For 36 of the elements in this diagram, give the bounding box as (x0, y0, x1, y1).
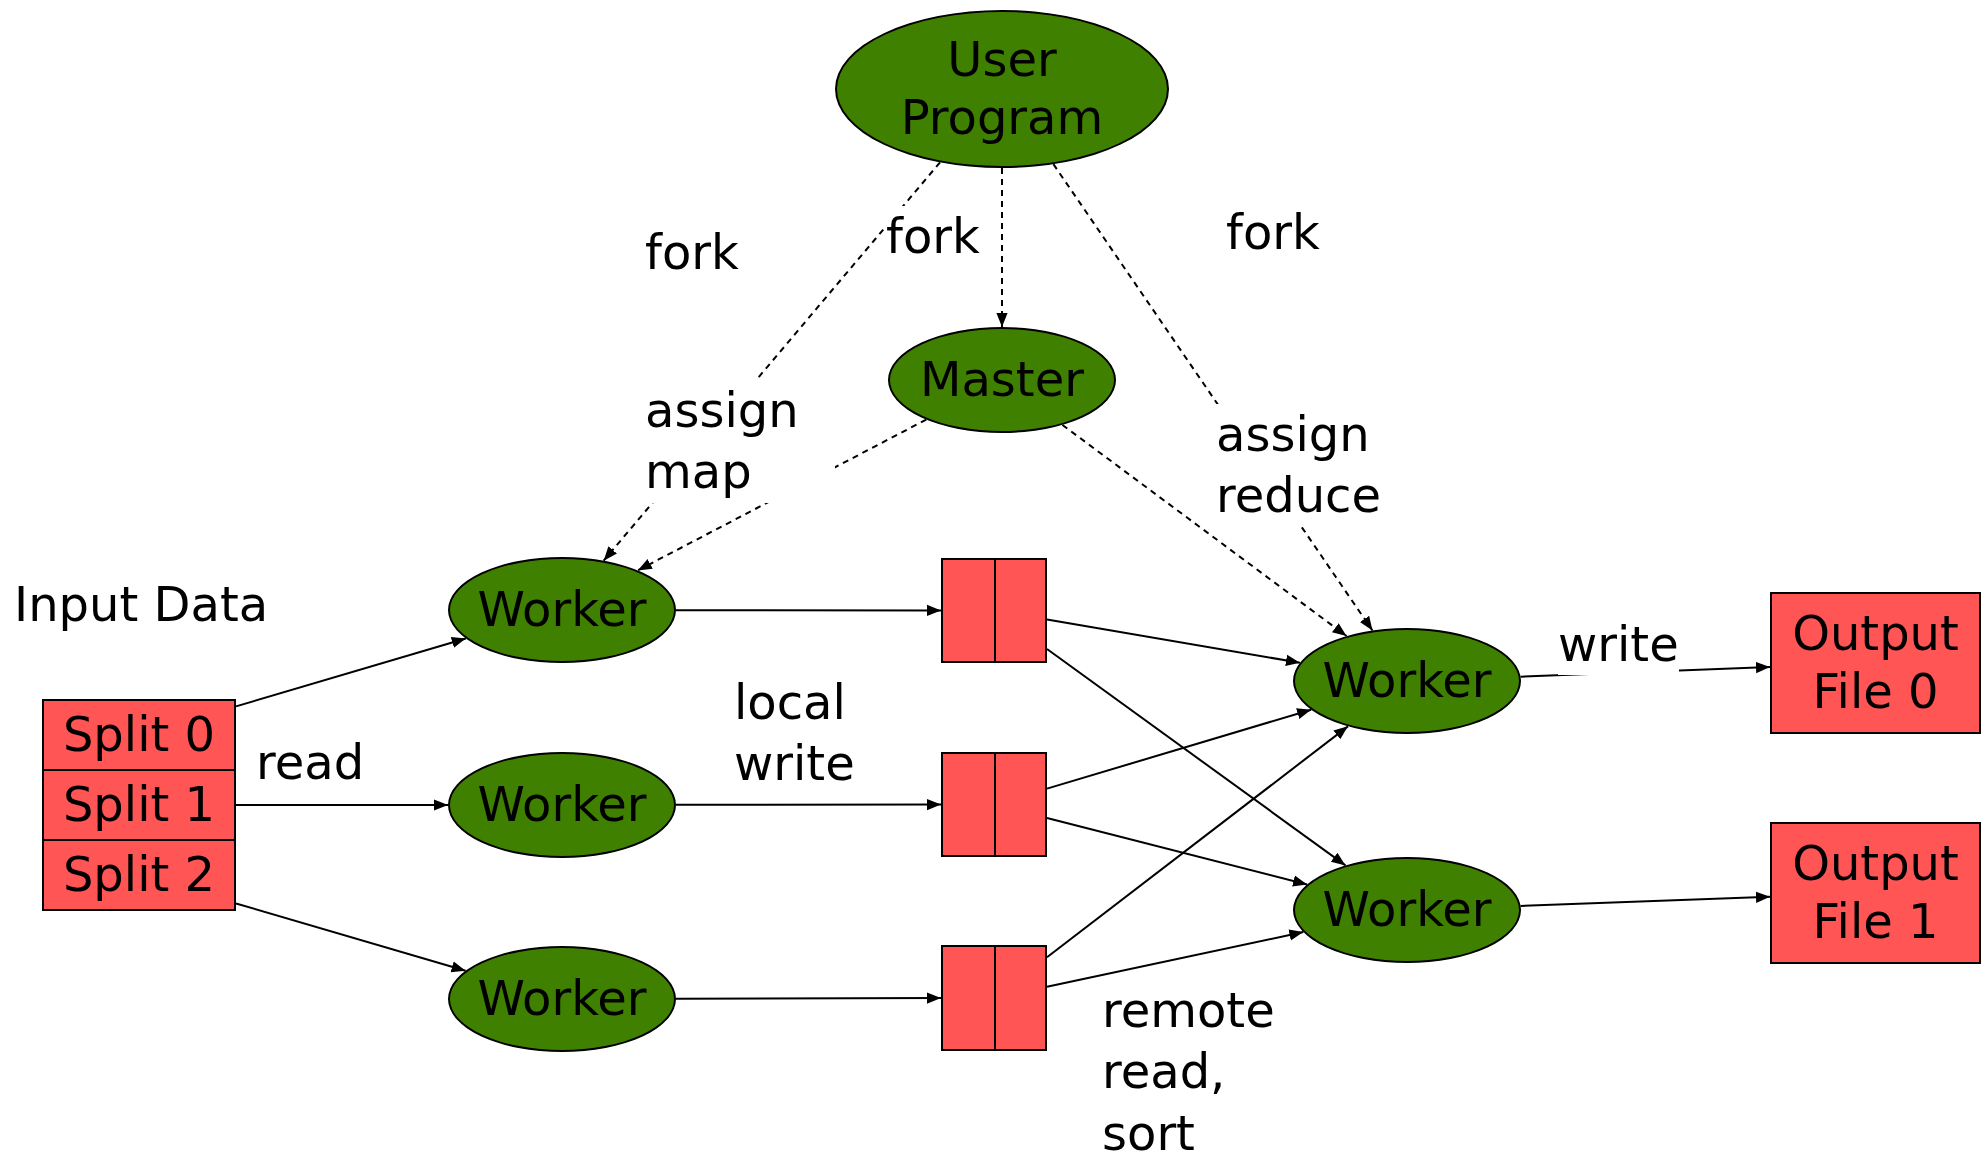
arrow (675, 992, 942, 1004)
arrow (1046, 647, 1347, 867)
node-label: Split 1 (62, 776, 216, 834)
arrow (1046, 618, 1301, 666)
data-box (42, 769, 236, 841)
arrow (235, 637, 467, 708)
arrow (235, 799, 449, 811)
node-label: Worker (477, 776, 647, 834)
node-label: Worker (1322, 652, 1492, 710)
node-label: Output File 0 (1791, 605, 1960, 721)
node-label: Worker (1322, 881, 1492, 939)
intermediate-file-box (941, 752, 1047, 857)
intermediate-file-box (941, 945, 1047, 1051)
data-box (1770, 822, 1981, 964)
arrow (1046, 708, 1313, 790)
arrow (1046, 725, 1349, 959)
node-label: Split 2 (62, 846, 216, 904)
arrow (1061, 423, 1348, 638)
node-label: Output File 1 (1791, 835, 1960, 951)
data-box (42, 699, 236, 771)
intermediate-file-box (941, 558, 1047, 663)
arrow (675, 604, 942, 616)
node-label: Split 0 (62, 706, 216, 764)
arrow (996, 167, 1008, 328)
arrow (1519, 891, 1771, 907)
edge-label: assign map (645, 380, 835, 503)
node-label: Master (920, 351, 1084, 409)
arrow (235, 902, 467, 973)
arrow (675, 799, 942, 811)
arrow (1046, 817, 1309, 887)
data-box (42, 839, 236, 911)
node-label: Worker (477, 970, 647, 1028)
data-box (1770, 592, 1981, 734)
node-label: Worker (477, 581, 647, 639)
arrow (1046, 929, 1305, 988)
node-label: User Program (899, 31, 1105, 147)
